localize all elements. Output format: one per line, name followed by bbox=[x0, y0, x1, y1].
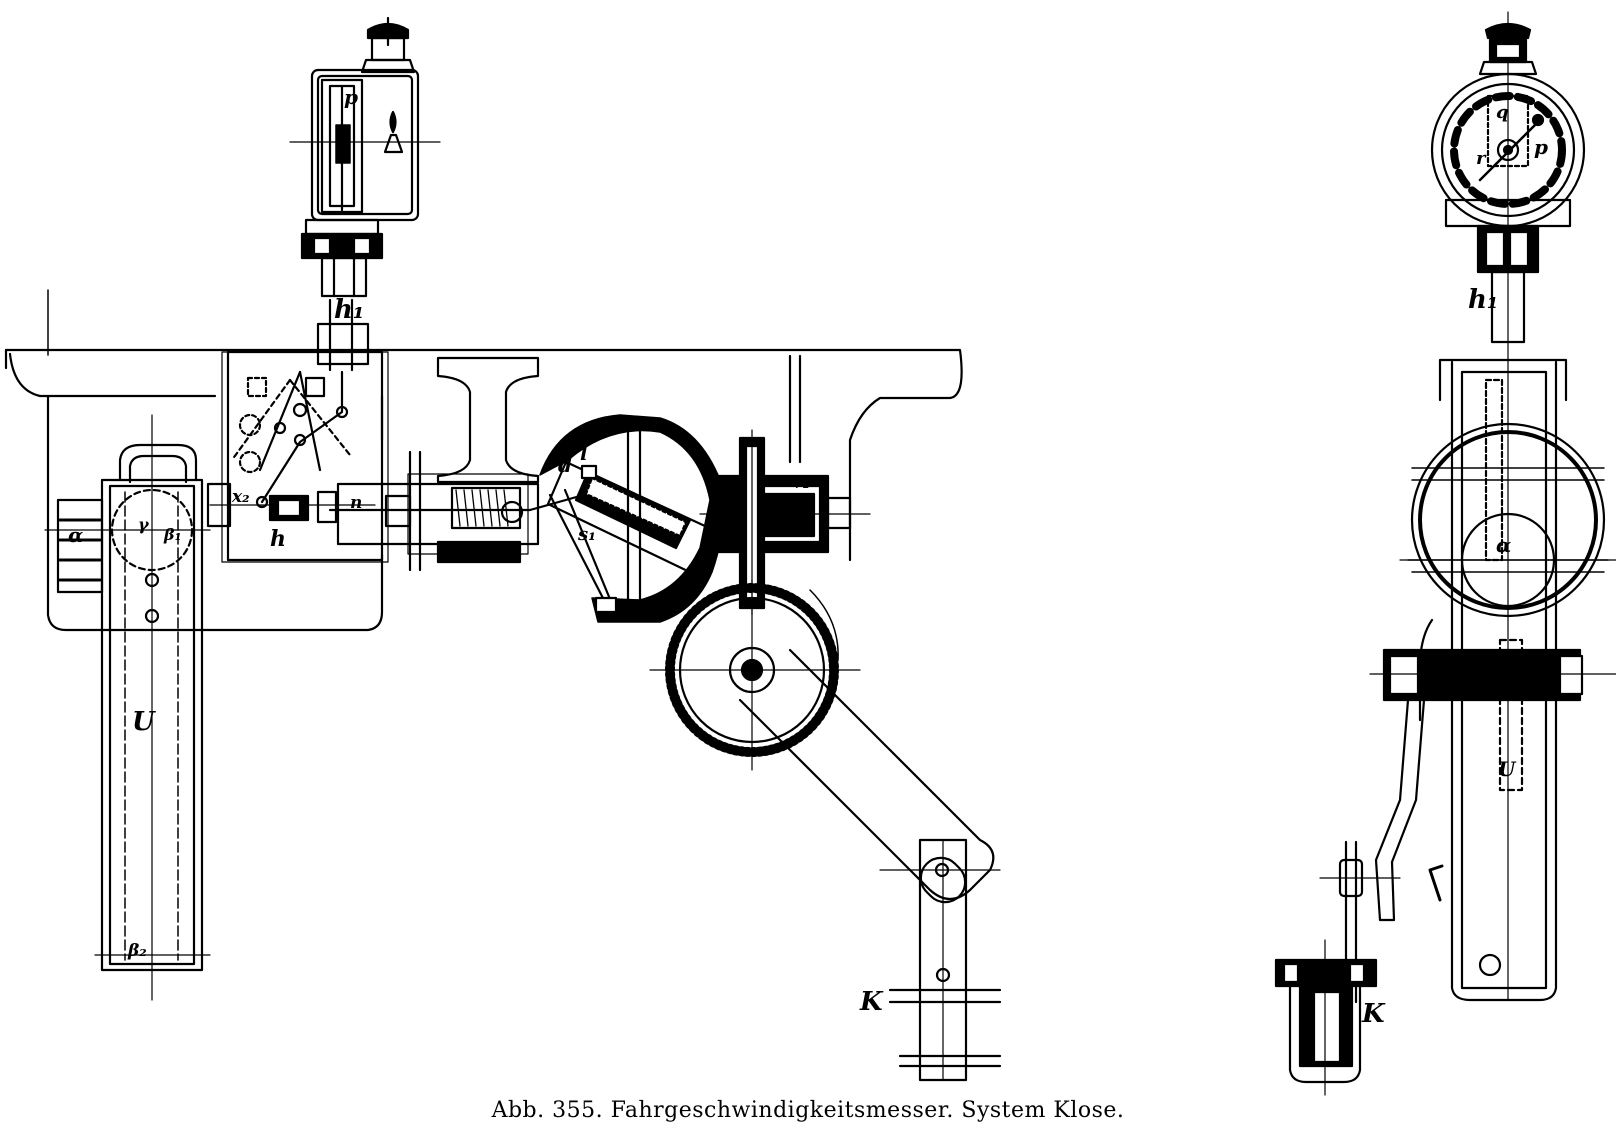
label-U-right: U bbox=[1498, 757, 1517, 781]
label-h: h bbox=[270, 526, 286, 552]
label-q: q bbox=[1496, 102, 1509, 123]
frame-plate bbox=[4, 289, 963, 632]
gear-wheel bbox=[649, 579, 861, 771]
k-rod bbox=[879, 838, 1002, 1082]
shaft-bearing bbox=[699, 354, 871, 616]
u-column bbox=[44, 414, 211, 1001]
label-U-left: U bbox=[132, 707, 156, 737]
label-p-left: p bbox=[344, 85, 358, 109]
centrifugal-case bbox=[539, 414, 725, 623]
label-r: r bbox=[1476, 148, 1487, 169]
label-alpha-right: α bbox=[1496, 533, 1511, 557]
label-K-right: K bbox=[1361, 999, 1386, 1029]
label-d: d bbox=[558, 453, 572, 477]
speed-gauge bbox=[1430, 11, 1586, 1001]
label-s1: s₁ bbox=[577, 524, 596, 545]
lamp-housing bbox=[289, 16, 441, 298]
side-k-clamp bbox=[1274, 840, 1401, 1096]
label-beta2: β₂ bbox=[127, 941, 147, 961]
label-x: x bbox=[795, 468, 810, 494]
crank-arm bbox=[738, 648, 995, 904]
figure-caption: Abb. 355. Fahrgeschwindigkeitsmesser. Sy… bbox=[491, 1098, 1125, 1123]
label-p-right: p bbox=[1534, 135, 1548, 159]
label-x2: x₂ bbox=[231, 487, 250, 507]
rail-profile bbox=[436, 356, 540, 484]
label-l: l bbox=[580, 441, 588, 465]
label-gamma: γ bbox=[138, 515, 150, 534]
regulator-rod bbox=[328, 450, 582, 572]
side-body bbox=[1369, 358, 1616, 1002]
label-s: s bbox=[705, 503, 717, 525]
label-h1-left: h₁ bbox=[334, 295, 364, 325]
label-n: n bbox=[350, 493, 362, 513]
label-K-left: K bbox=[859, 987, 884, 1017]
label-alpha-left: α bbox=[68, 523, 83, 547]
label-beta1: β₁ bbox=[163, 525, 182, 544]
drawing-labels: h₁ p x₂ h n l d s s₁ x α γ β₁ U β₂ K q r… bbox=[68, 85, 1548, 1029]
switch-box bbox=[206, 298, 389, 563]
label-h1-right: h₁ bbox=[1468, 285, 1498, 315]
